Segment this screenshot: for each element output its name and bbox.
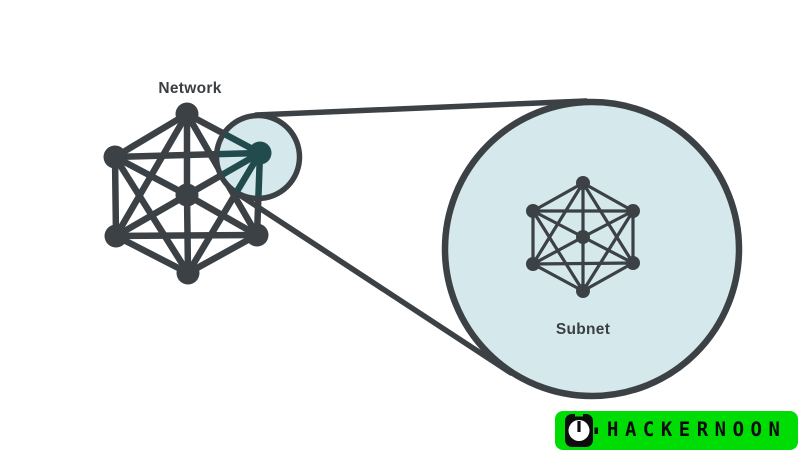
network-node-lower-right <box>626 256 640 270</box>
network-edge <box>111 153 192 277</box>
diagram-line <box>253 149 264 197</box>
diagram-line <box>218 149 264 197</box>
network-node-upper-left <box>103 145 127 169</box>
network-node-upper-right <box>626 204 640 218</box>
magnifier-tangent-lines <box>232 98 589 376</box>
network-edge <box>581 261 635 293</box>
network-edge <box>111 153 120 240</box>
network-node-center <box>576 230 590 244</box>
hackernoon-logo-text: HACKERNOON <box>607 418 787 442</box>
diagram-line <box>218 149 264 197</box>
network-edge <box>531 209 585 293</box>
network-edge <box>531 181 585 266</box>
hackernoon-watch-icon <box>564 412 598 449</box>
hackernoon-logo: HACKERNOON <box>555 411 798 450</box>
network-edge <box>112 231 261 240</box>
network-edge <box>581 181 635 213</box>
diagram-line <box>218 149 264 161</box>
network-edge <box>112 232 192 277</box>
network-node-bottom <box>176 261 200 285</box>
subnet-network <box>526 176 640 298</box>
network-edge <box>531 262 585 293</box>
network-edge <box>581 181 635 265</box>
network-edge <box>531 181 585 213</box>
network-edge <box>112 110 191 240</box>
network-node-top <box>576 176 590 190</box>
network-edge <box>111 110 191 161</box>
diagram-line <box>253 98 589 118</box>
diagram-line <box>232 189 514 376</box>
network-edge <box>184 231 261 277</box>
network-node-center <box>175 183 199 207</box>
network-node-lower-left <box>526 257 540 271</box>
network-node-top <box>175 102 199 126</box>
network-edge <box>581 209 635 293</box>
network-node-lower-right <box>245 223 269 247</box>
highlighted-network-node <box>248 141 272 165</box>
network-node-lower-left <box>104 224 128 248</box>
magnifier-big-circle <box>441 98 743 400</box>
subnet-label: Subnet <box>556 321 610 338</box>
network-edge <box>531 261 635 266</box>
network-node-bottom <box>576 284 590 298</box>
network-node-upper-left <box>526 204 540 218</box>
network-label: Network <box>158 80 221 97</box>
